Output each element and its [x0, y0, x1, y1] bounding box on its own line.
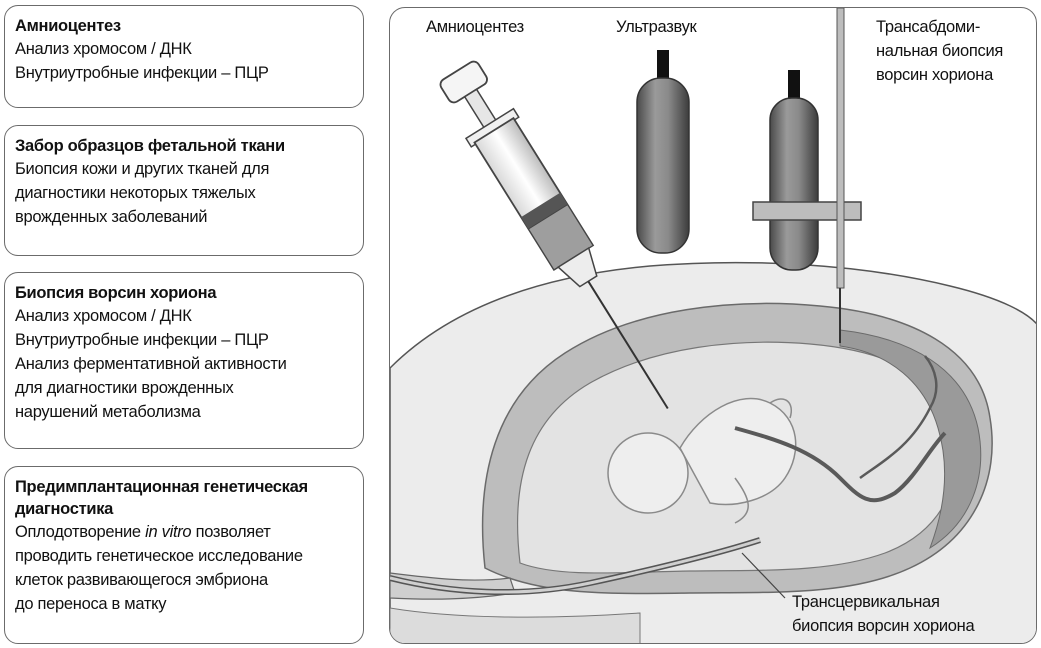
illustration-panel: Амниоцентез Ультразвук Трансабдоми- наль… — [389, 7, 1037, 644]
card-line: нарушений метаболизма — [15, 400, 353, 424]
card-title: Биопсия ворсин хориона — [15, 282, 353, 304]
card-line: Анализ ферментативной активности — [15, 352, 353, 376]
card-line: для диагностики врожденных — [15, 376, 353, 400]
info-card-fetal-tissue-sampling: Забор образцов фетальной ткани Биопсия к… — [4, 125, 364, 256]
card-line: Анализ хромосом / ДНК — [15, 37, 353, 61]
label-amniocentesis: Амниоцентез — [426, 16, 524, 39]
card-line: врожденных заболеваний — [15, 205, 353, 229]
label-transabdominal-line2: нальная биопсия — [876, 40, 1003, 63]
card-line: Внутриутробные инфекции – ПЦР — [15, 328, 353, 352]
card-line-italic: in vitro — [145, 523, 191, 541]
ultrasound-probe — [637, 50, 689, 253]
label-ultrasound: Ультразвук — [616, 16, 696, 39]
label-transcervical-line2: биопсия ворсин хориона — [792, 615, 974, 638]
card-title: Забор образцов фетальной ткани — [15, 135, 353, 157]
card-line: клеток развивающегося эмбриона — [15, 568, 353, 592]
label-transcervical-line1: Трансцервикальная — [792, 591, 940, 614]
card-title: Предимплантационная генетическая — [15, 476, 353, 498]
label-transabdominal-line1: Трансабдоми- — [876, 16, 980, 39]
prenatal-procedures-illustration — [390, 8, 1037, 644]
card-line-prefix: Оплодотворение — [15, 523, 145, 541]
card-line-suffix: позволяет — [191, 523, 270, 541]
card-line: Оплодотворение in vitro позволяет — [15, 520, 353, 544]
ultrasound-probe-with-guide — [753, 70, 861, 270]
info-card-amniocentesis: Амниоцентез Анализ хромосом / ДНК Внутри… — [4, 5, 364, 108]
card-line: Внутриутробные инфекции – ПЦР — [15, 61, 353, 85]
card-title: диагностика — [15, 498, 353, 520]
label-transabdominal-line3: ворсин хориона — [876, 64, 993, 87]
card-line: проводить генетическое исследование — [15, 544, 353, 568]
card-line: до переноса в матку — [15, 592, 353, 616]
info-card-preimplantation-diagnosis: Предимплантационная генетическая диагнос… — [4, 466, 364, 644]
info-card-chorionic-villus-sampling: Биопсия ворсин хориона Анализ хромосом /… — [4, 272, 364, 449]
card-title: Амниоцентез — [15, 15, 353, 37]
card-line: Биопсия кожи и других тканей для — [15, 157, 353, 181]
card-line: Анализ хромосом / ДНК — [15, 304, 353, 328]
card-line: диагностики некоторых тяжелых — [15, 181, 353, 205]
